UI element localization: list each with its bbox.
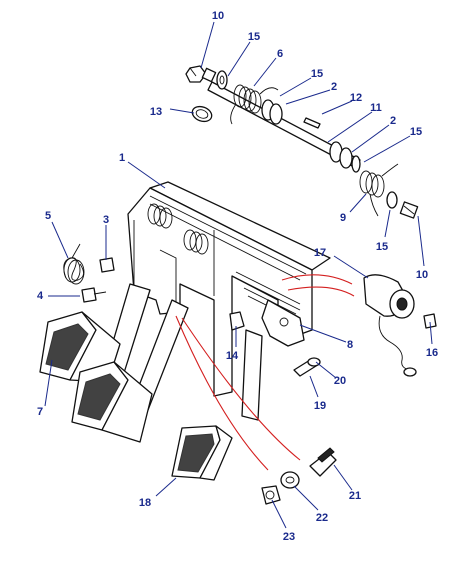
callout-label-c14: 14 <box>226 350 239 362</box>
callout-label-c12: 12 <box>350 92 362 104</box>
bolt-top <box>185 65 217 83</box>
bolt-right <box>399 201 419 219</box>
leader-line-c23 <box>271 499 287 529</box>
leader-line-c13 <box>169 108 195 114</box>
nut-16 <box>423 313 437 329</box>
callout-label-c2b: 2 <box>390 115 396 127</box>
callout-label-c19: 19 <box>314 400 326 412</box>
callout-label-c15b: 15 <box>311 68 323 80</box>
callout-label-c9: 9 <box>340 212 346 224</box>
nut-23 <box>261 485 281 505</box>
pedal-box-housing <box>127 181 331 397</box>
pedal-pads <box>39 311 233 481</box>
callout-label-c15a: 15 <box>248 31 260 43</box>
leader-line-c11 <box>327 111 373 143</box>
leader-line-c21 <box>333 464 353 491</box>
callout-label-c15d: 15 <box>376 241 388 253</box>
leader-line-c10a <box>200 21 215 69</box>
spring-5 <box>63 243 84 281</box>
callout-label-c10b: 10 <box>416 269 428 281</box>
callout-label-c10a: 10 <box>212 10 224 22</box>
callout-label-c8: 8 <box>347 339 353 351</box>
leader-line-c15c <box>363 135 411 163</box>
leader-line-c20 <box>315 361 337 379</box>
leader-line-c12 <box>321 100 353 115</box>
callout-label-c11: 11 <box>370 102 382 114</box>
callout-label-c3: 3 <box>103 214 109 226</box>
spring-brake-return <box>359 163 399 217</box>
leader-line-c17 <box>333 255 369 279</box>
cross-shaft-assembly <box>185 65 419 219</box>
leader-line-c10b <box>417 215 425 267</box>
leader-line-c7 <box>44 359 53 407</box>
callout-label-c13: 13 <box>150 106 162 118</box>
callout-label-c15c: 15 <box>410 126 422 138</box>
washer-top <box>216 70 228 90</box>
callout-label-c17: 17 <box>314 247 326 259</box>
callout-label-c4: 4 <box>37 290 44 302</box>
leader-line-c15a <box>227 41 251 77</box>
leader-line-c16 <box>429 321 433 345</box>
leader-line-c5 <box>51 221 69 259</box>
washer-right <box>351 155 361 173</box>
leader-line-c2a <box>285 89 331 105</box>
leader-line-c2b <box>351 124 390 153</box>
callout-label-c5: 5 <box>45 210 51 222</box>
callout-label-c7: 7 <box>37 406 43 418</box>
switch-21 <box>309 447 337 477</box>
callout-label-c22: 22 <box>316 512 328 524</box>
leader-line-c9 <box>349 193 367 213</box>
leader-line-c18 <box>155 477 177 497</box>
small-parts <box>63 243 437 505</box>
callout-label-c16: 16 <box>426 347 438 359</box>
nut-3 <box>99 257 115 273</box>
washer-lower-right <box>386 191 398 209</box>
wiring-harness <box>175 274 355 471</box>
callout-label-c1: 1 <box>119 152 125 164</box>
spring-clutch-return <box>230 84 279 125</box>
leader-line-c6 <box>253 57 277 87</box>
callout-label-c23: 23 <box>283 531 295 543</box>
leader-line-c1 <box>127 161 166 189</box>
leader-line-c15d <box>384 209 391 238</box>
pin <box>303 117 321 129</box>
seal-ring <box>191 105 213 123</box>
leader-line-c8 <box>299 324 347 343</box>
washer-22 <box>280 471 300 489</box>
callout-label-c18: 18 <box>139 497 151 509</box>
leader-line-c15b <box>279 77 312 97</box>
callout-label-c21: 21 <box>349 490 361 502</box>
callout-label-c6: 6 <box>277 48 283 60</box>
callout-label-c20: 20 <box>334 375 346 387</box>
leader-line-c19 <box>309 375 319 398</box>
leader-line-c22 <box>293 485 319 511</box>
clip-14 <box>229 311 245 331</box>
stop-lamp-switch <box>363 274 417 377</box>
bolt-4 <box>81 287 97 303</box>
callout-label-c2a: 2 <box>331 81 337 93</box>
